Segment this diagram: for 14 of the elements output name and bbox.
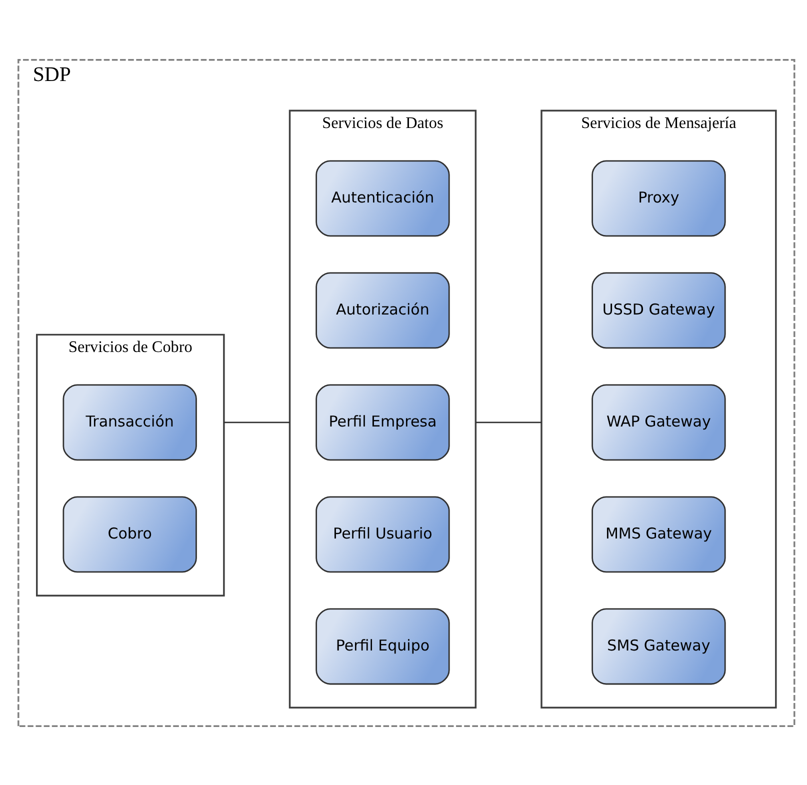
node-box: Perfil Equipo — [316, 608, 450, 684]
node-box: Autenticación — [316, 160, 450, 236]
node-box: MMS Gateway — [592, 496, 726, 572]
connector — [224, 421, 290, 423]
node-box: Cobro — [62, 496, 197, 572]
node-box: Transacción — [62, 384, 197, 460]
node-box: SMS Gateway — [592, 608, 726, 684]
node-box: USSD Gateway — [592, 272, 726, 348]
node-box: Proxy — [592, 160, 726, 236]
connector — [476, 421, 542, 423]
node-box: Perfil Usuario — [316, 496, 450, 572]
node-box: WAP Gateway — [592, 384, 726, 460]
node-box: Perfil Empresa — [316, 384, 450, 460]
node-box: Autorización — [316, 272, 450, 348]
